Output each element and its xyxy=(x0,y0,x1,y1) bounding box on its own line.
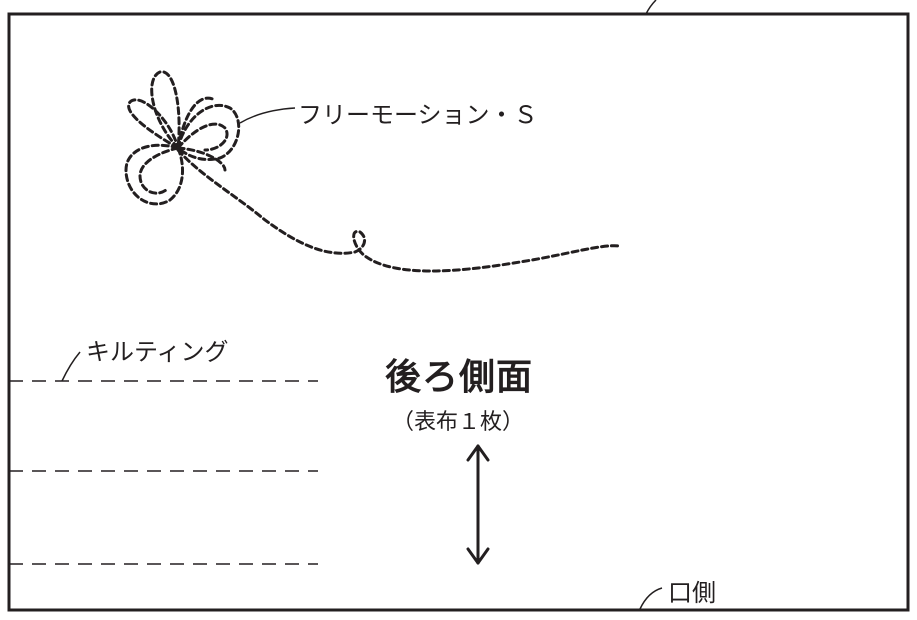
panel-outline xyxy=(7,12,910,612)
top-leader-line xyxy=(645,0,657,15)
diagram-subtitle: （表布１枚） xyxy=(392,410,525,435)
free-motion-leader xyxy=(239,107,296,124)
opening-side-leader xyxy=(639,587,663,610)
quilting-label: キルティング xyxy=(86,338,229,366)
diagram-title: 後ろ側面 xyxy=(385,356,534,398)
quilting-lines xyxy=(9,380,318,565)
grain-arrow xyxy=(466,444,490,565)
free-motion-label: フリーモーション・Ｓ xyxy=(298,101,538,129)
opening-side-label: 口側 xyxy=(668,579,716,607)
quilting-leader xyxy=(61,351,81,382)
free-motion-flower xyxy=(124,70,622,273)
